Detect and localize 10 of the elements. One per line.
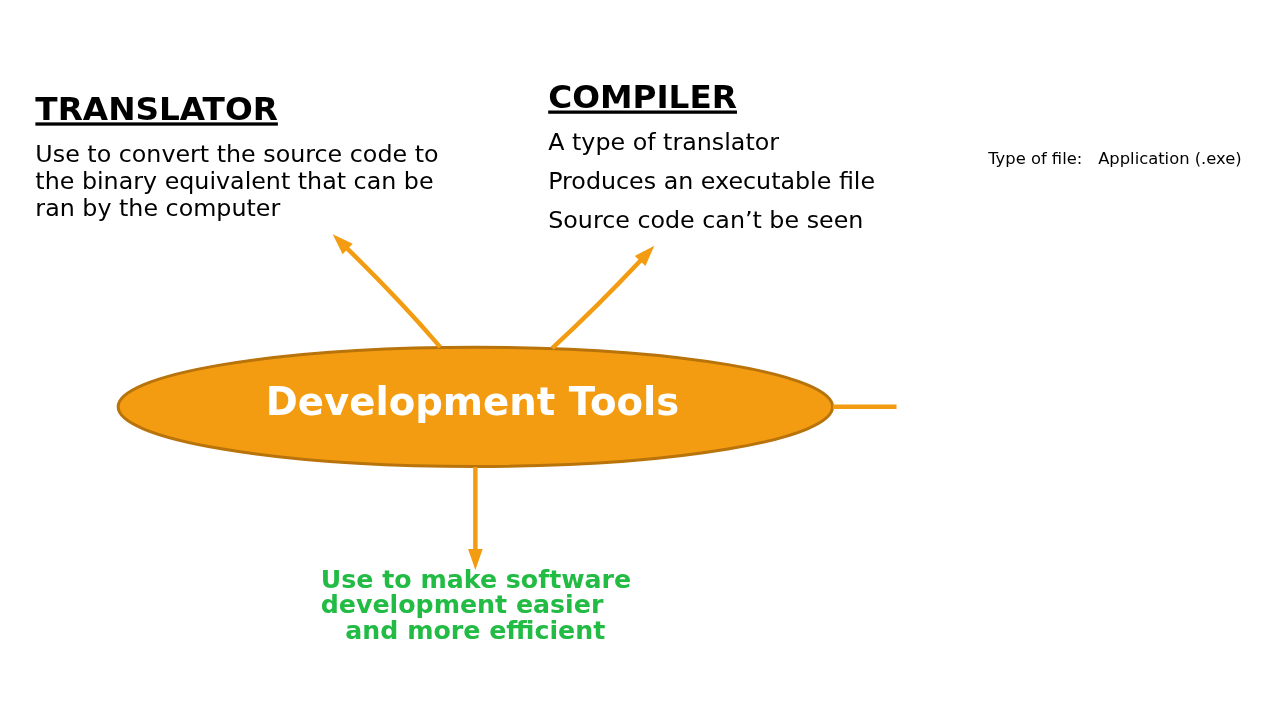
- connector: [832, 404, 897, 410]
- arrow: [550, 245, 655, 350]
- arrow: [468, 467, 483, 570]
- arrow: [332, 234, 442, 349]
- node-text: Use to make software development easier and more efficient: [320, 565, 632, 645]
- node-text: TRANSLATOR Use to convert the source code to the binary equivalent that can be ran by the computer: [35, 90, 439, 222]
- node-ellipse: Development Tools: [116, 345, 835, 468]
- node-text: COMPILER A type of translator Produces an executable file Source code can’t be seen: [548, 78, 876, 234]
- label: Type of file:: [988, 148, 1083, 168]
- label: Application (.exe): [1098, 148, 1242, 168]
